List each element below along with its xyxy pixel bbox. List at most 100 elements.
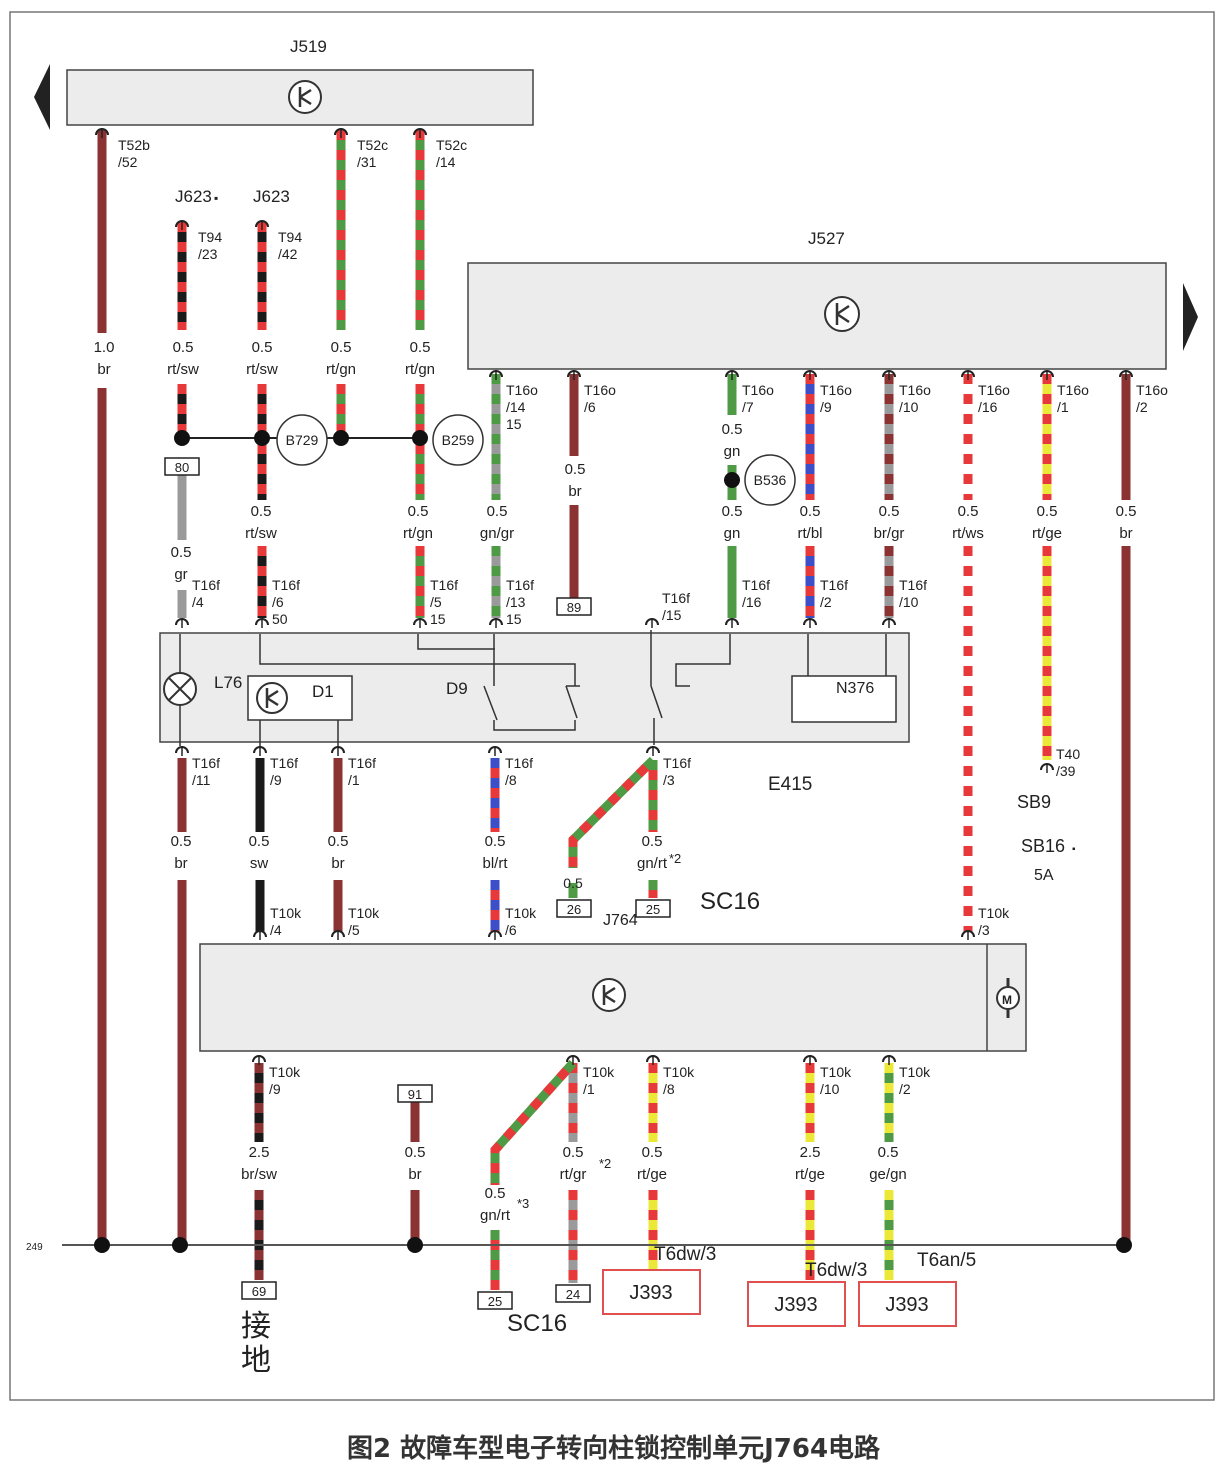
junction-dot [333,430,349,446]
box-26 [556,899,592,918]
wire-color-27: rt/ge [795,1166,825,1183]
wire-color-28: ge/gn [869,1166,907,1183]
ignition-switch-d9 [179,630,887,746]
pin-label-t10k10: /10 [820,1081,840,1097]
pin-label-t16o6: /6 [584,399,596,415]
wire-size-2: 0.5 [252,339,273,356]
wire-color-9: br [568,483,581,500]
pin-label-t10k6: /6 [505,922,517,938]
j393-box-0 [602,1269,701,1315]
ecu-symbol-icon [592,978,626,1012]
pin-label-t16o14: T16o [506,382,538,398]
pin-label-t16f10: /10 [899,594,919,610]
pin-label-t16f6: 50 [272,611,288,627]
j393-label-2: J393 [885,1294,928,1316]
pin-label-t52c14: T52c [436,137,467,153]
wire-color-13: br/gr [874,525,905,542]
wire-size-13: 0.5 [879,503,900,520]
ground-label-2: 地 [241,1344,271,1377]
pin-label-t16o6: T16o [584,382,616,398]
wire-color-22: br/sw [241,1166,277,1183]
pin-label-t16f3: T16f [663,755,691,771]
pin-label-t16o16: /16 [978,399,998,415]
box-89-label: 89 [567,600,581,615]
wiring-diagram-canvas: 249 J519 J623 ▪ J623 J527 E415 L76 D1 D9… [9,11,1215,1401]
footnote-2a: *2 [669,851,681,866]
pin-label-t16o14: /14 [506,399,526,415]
wire-color-21: gn/rt [637,855,668,872]
pin-label-t16f5: 15 [430,611,446,627]
wire-color-2: rt/sw [246,361,278,378]
wire-size-12: 0.5 [800,503,821,520]
motor-icon [996,978,1020,1018]
pin-label-t16f13: 15 [506,611,522,627]
pin-label-t16o9: /9 [820,399,832,415]
pin-label-t16f6: /6 [272,594,284,610]
box-89 [556,597,592,616]
pin-label-t16f4: /4 [192,594,204,610]
junction-dot [254,430,270,446]
pin-label-t16f16: T16f [742,577,770,593]
ground-dot [172,1237,188,1253]
wire-size-16: 0.5 [1116,503,1137,520]
pin-label-t16f13: /13 [506,594,526,610]
junction-b729-label: B729 [286,432,319,448]
pin-label-t16o2: T16o [1136,382,1168,398]
motor-label: M [1002,993,1012,1007]
wire-size-17: 0.5 [171,833,192,850]
wire-size-20: 0.5 [485,833,506,850]
fuse-amp-label: 5A [1034,867,1054,884]
junction-dot [724,472,740,488]
d9-label: D9 [446,679,468,698]
pin-label-t10k8: T10k [663,1064,695,1080]
sc16-label-b: SC16 [507,1310,567,1337]
pin-label-t16f15: T16f [662,590,690,606]
dot-mark-b: ▪ [1072,844,1076,855]
wire-size-9: 0.5 [565,461,586,478]
wire-color-18: sw [250,855,269,872]
pin-label-t16o10: T16o [899,382,931,398]
wire-color-10: gn [724,443,741,460]
wire-color-20: bl/rt [482,855,508,872]
wire-color-14: rt/ws [952,525,984,542]
ecu-symbol-icon [256,682,288,714]
n376-box [791,675,897,723]
wire-color-0: br [97,361,110,378]
j393-box-1 [747,1281,846,1327]
wire-color-3: rt/gn [326,361,356,378]
wire-color-15: rt/ge [1032,525,1062,542]
wire-color-19: br [331,855,344,872]
figure-caption: 图2 故障车型电子转向柱锁控制单元J764电路 [346,1434,881,1464]
box-91 [397,1084,433,1103]
pin-label-t16o10: /10 [899,399,919,415]
footnote-3: *3 [517,1196,529,1211]
pin-label-t10k1: T10k [583,1064,615,1080]
wire-size-21: 0.5 [642,833,663,850]
pin-label-t10k9: T10k [269,1064,301,1080]
box-80-label: 80 [175,460,189,475]
pin-label-t16f15: /15 [662,607,682,623]
pin-label-t16f6: T16f [272,577,300,593]
pin-label-t16o1: T16o [1057,382,1089,398]
wire-size-14: 0.5 [958,503,979,520]
j527-label: J527 [808,229,845,248]
junction-dot [174,430,190,446]
junction-b536 [744,454,796,506]
pin-label-t16f5: /5 [430,594,442,610]
dot-mark-a: ▪ [214,191,218,205]
t6dw3-label-b: T6dw/3 [805,1260,867,1281]
pin-label-t16f9: /9 [270,772,282,788]
wire-color-24: gn/rt [480,1207,511,1224]
wire-size-26: 0.5 [642,1144,663,1161]
pin-label-t40: /39 [1056,763,1076,779]
junction-b259 [432,414,484,466]
j393-label-0: J393 [629,1282,672,1304]
wire-size-19: 0.5 [328,833,349,850]
pin-label-t16f1: T16f [348,755,376,771]
ecu-symbol-icon [824,296,860,332]
wire-color-1: rt/sw [167,361,199,378]
wire-color-23: br [408,1166,421,1183]
box-25b [477,1291,513,1310]
wire-color-25: rt/gr [560,1166,587,1183]
pin-label-t52c31: T52c [357,137,388,153]
